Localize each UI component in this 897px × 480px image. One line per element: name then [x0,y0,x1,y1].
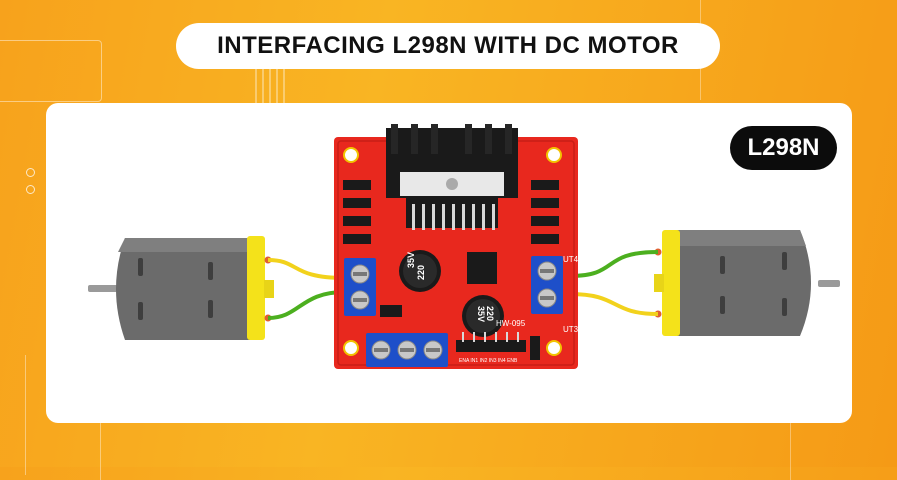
decor-line [790,420,791,480]
decor-frame [0,40,102,102]
right-motor [654,230,840,336]
mounting-hole [343,147,359,163]
terminal-block-out-b [531,256,563,314]
decor-line [100,420,101,480]
pin-labels: ENA IN1 IN2 IN3 IN4 ENB [459,358,518,364]
voltage-regulator [467,252,497,284]
jumper [380,305,402,317]
capacitor-value: 220 [485,306,495,321]
capacitor-voltage: 35V [476,306,486,322]
control-header-pins: ENA IN1 IN2 IN3 IN4 ENB [456,332,526,364]
wire-green-right [569,250,659,278]
motor-end-cap [247,236,265,340]
wiring-illustration: 35V 220 35V 220 [88,124,840,369]
board-model-label: HW-095 [496,319,526,328]
heatsink [386,124,518,198]
out3-label: UT3 [563,325,579,334]
capacitor-voltage: 35V [406,252,416,268]
decor-dot [26,168,35,177]
mounting-hole [343,340,359,356]
motor-shaft [88,285,118,292]
mounting-hole [546,147,562,163]
wire-yellow-right [569,292,659,316]
wire-green-left [267,290,346,320]
jumper [530,336,540,360]
motor-end-cap [662,230,680,336]
motor-shaft [818,280,840,287]
terminal-block-power [366,333,448,367]
decor-line [25,355,26,475]
capacitor: 35V 220 [462,295,504,337]
terminal-block-out-a [344,258,376,316]
capacitor: 35V 220 [399,250,441,292]
module-badge: L298N [730,126,837,170]
decor-dot [26,185,35,194]
out4-label: UT4 [563,255,579,264]
diodes-right [531,180,559,244]
chip-pins [406,198,498,230]
mounting-hole [546,340,562,356]
diodes-left [343,180,371,244]
left-motor [88,236,274,340]
capacitor-value: 220 [416,265,426,280]
motor-body [116,238,255,340]
wire-yellow-left [267,258,346,280]
page-title: INTERFACING L298N WITH DC MOTOR [176,23,720,69]
l298n-board: 35V 220 35V 220 [334,124,579,369]
motor-body [670,230,811,336]
